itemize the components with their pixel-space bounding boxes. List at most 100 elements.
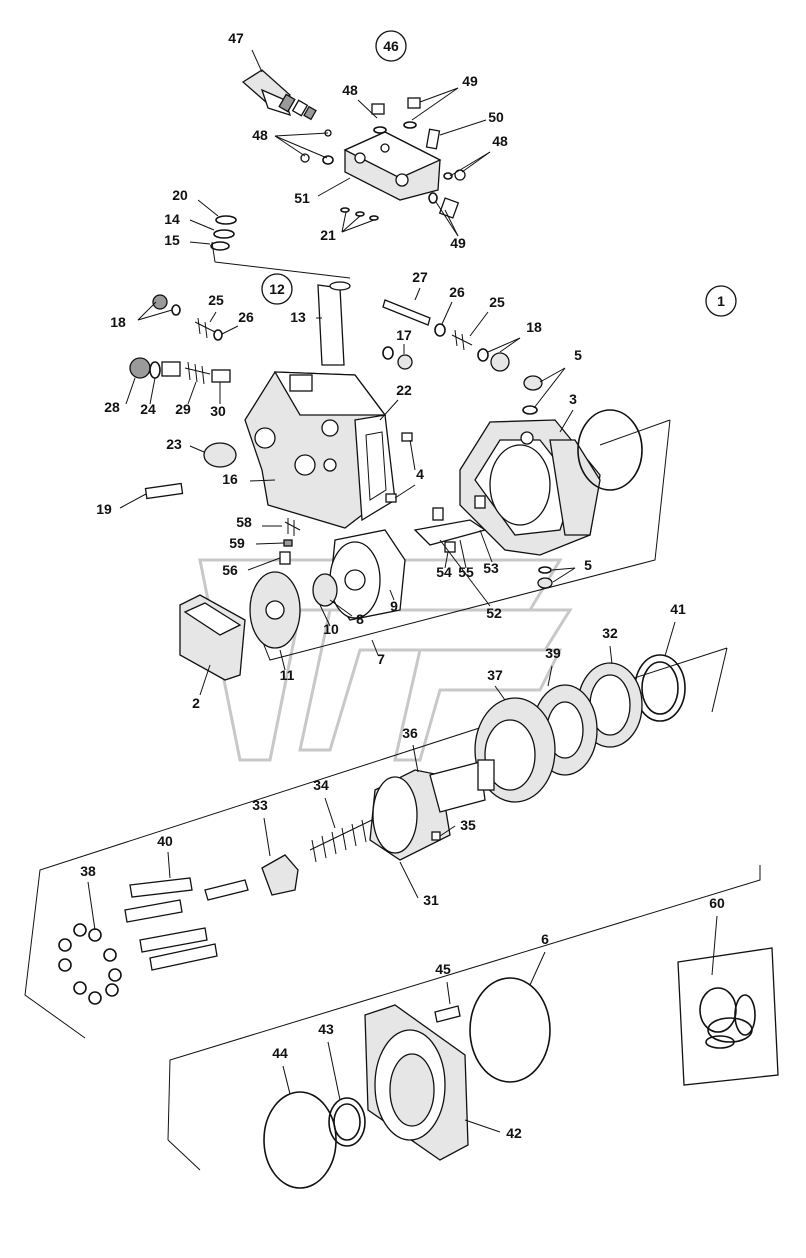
leader-line-c21-2 <box>341 219 375 233</box>
leader-line-c8-0 <box>329 599 353 617</box>
callout-label-c60: 60 <box>709 895 725 911</box>
callout-label-c15: 15 <box>164 232 180 248</box>
callout-label-c48a: 48 <box>342 82 358 98</box>
leader-line-c22-0 <box>379 399 399 421</box>
callout-circle-label-cc46: 46 <box>383 38 399 54</box>
shaft-group-assembly <box>58 654 686 1005</box>
leader-line-c15-0 <box>189 241 211 245</box>
leader-line-c7-0 <box>371 639 379 656</box>
leader-line-c38-0 <box>87 881 96 931</box>
leader-line-c50-0 <box>439 119 487 136</box>
main-housing-assembly <box>413 375 643 589</box>
leader-line-c39-0 <box>547 665 553 687</box>
callout-label-c45: 45 <box>435 961 451 977</box>
leader-line-c36-0 <box>412 744 419 773</box>
leader-line-c33-0 <box>263 817 271 857</box>
callout-label-c53: 53 <box>483 560 499 576</box>
leader-line-c2-0 <box>199 664 211 696</box>
leader-line-c48b-1 <box>274 135 328 159</box>
leader-line-c18a-1 <box>137 309 173 321</box>
leader-line-c43-0 <box>327 1041 341 1101</box>
callout-label-c47: 47 <box>228 30 244 46</box>
leader-line-c18b-0 <box>487 337 521 353</box>
circled-callout-cc12: 12 <box>261 273 293 305</box>
leader-line-c3-0 <box>559 409 574 433</box>
callout-label-c48b: 48 <box>252 127 268 143</box>
leader-line-c56-0 <box>247 557 281 571</box>
callout-label-c50: 50 <box>488 109 504 125</box>
leader-line-c16-0 <box>249 479 276 482</box>
leader-line-c60-0 <box>711 915 718 976</box>
leader-line-c27-0 <box>414 287 421 301</box>
callout-label-c49b: 49 <box>450 235 466 251</box>
leader-line-c25b-0 <box>469 311 489 337</box>
callout-label-c36: 36 <box>402 725 418 741</box>
callout-label-c20: 20 <box>172 187 188 203</box>
leader-line-c47-0 <box>251 49 263 73</box>
leader-line-c44-0 <box>282 1065 291 1095</box>
leader-line-c49a-1 <box>411 87 459 121</box>
leader-line-c20-0 <box>197 199 219 217</box>
callout-label-c28: 28 <box>104 399 120 415</box>
leader-line-c51-0 <box>317 177 351 197</box>
leader-line-c48a-0 <box>357 99 378 119</box>
callout-circle-cc46 <box>375 30 407 62</box>
leader-line-c6-0 <box>529 951 546 986</box>
leader-line-c52-0 <box>439 539 491 607</box>
callout-label-c40: 40 <box>157 833 173 849</box>
callout-label-c38: 38 <box>80 863 96 879</box>
callout-label-c22: 22 <box>396 382 412 398</box>
leader-line-c18a-0 <box>137 301 157 321</box>
callout-label-c7: 7 <box>377 651 385 667</box>
callout-label-c16: 16 <box>222 471 238 487</box>
leader-line-c32-0 <box>609 645 613 665</box>
leader-line-c53-0 <box>479 529 493 563</box>
leader-line-c5a-0 <box>539 367 566 383</box>
callout-label-c29: 29 <box>175 401 191 417</box>
leader-line-c21-0 <box>341 211 347 233</box>
flange-group-assembly <box>263 977 551 1189</box>
leader-line-c42-0 <box>464 1119 501 1133</box>
leader-line-c10-0 <box>319 604 331 627</box>
leader-line-c35-0 <box>439 825 456 837</box>
callout-label-c41: 41 <box>670 601 686 617</box>
callout-label-c30: 30 <box>210 403 226 419</box>
callout-label-c5a: 5 <box>574 347 582 363</box>
leader-line-c5a-1 <box>533 367 566 409</box>
circled-callout-cc1: 1 <box>705 285 737 317</box>
callout-label-c3: 3 <box>569 391 577 407</box>
callout-label-c31: 31 <box>423 892 439 908</box>
leader-line-c29-0 <box>187 381 197 405</box>
callout-label-c52: 52 <box>486 605 502 621</box>
callout-label-c24: 24 <box>140 401 156 417</box>
circled-callout-cc46: 46 <box>375 30 407 62</box>
leader-line-c37-0 <box>494 685 506 701</box>
callout-label-c5b: 5 <box>584 557 592 573</box>
callout-label-c18a: 18 <box>110 314 126 330</box>
leader-line-c5b-1 <box>552 567 576 583</box>
callout-label-c26a: 26 <box>238 309 254 325</box>
leader-line-c40-0 <box>167 851 171 879</box>
leader-line-c4-1 <box>394 484 416 499</box>
callout-label-c35: 35 <box>460 817 476 833</box>
callout-label-c32: 32 <box>602 625 618 641</box>
callout-label-c55: 55 <box>458 564 474 580</box>
control-housing-assembly <box>129 281 510 565</box>
circled-callouts: 46 12 1 <box>261 30 737 317</box>
leader-line-c14-0 <box>189 219 215 231</box>
leader-line-c9-0 <box>389 589 395 601</box>
callout-label-c59: 59 <box>229 535 245 551</box>
callout-label-c8: 8 <box>356 611 364 627</box>
leader-line-c48c-1 <box>449 151 491 177</box>
callout-label-c25b: 25 <box>489 294 505 310</box>
leader-line-c18b-1 <box>499 337 521 353</box>
seal-kit <box>677 947 779 1086</box>
callout-label-c14: 14 <box>164 211 180 227</box>
callout-label-c44: 44 <box>272 1045 288 1061</box>
callout-label-c23: 23 <box>166 436 182 452</box>
callout-label-c42: 42 <box>506 1125 522 1141</box>
leader-line-c31-0 <box>399 861 419 899</box>
callout-label-c43: 43 <box>318 1021 334 1037</box>
